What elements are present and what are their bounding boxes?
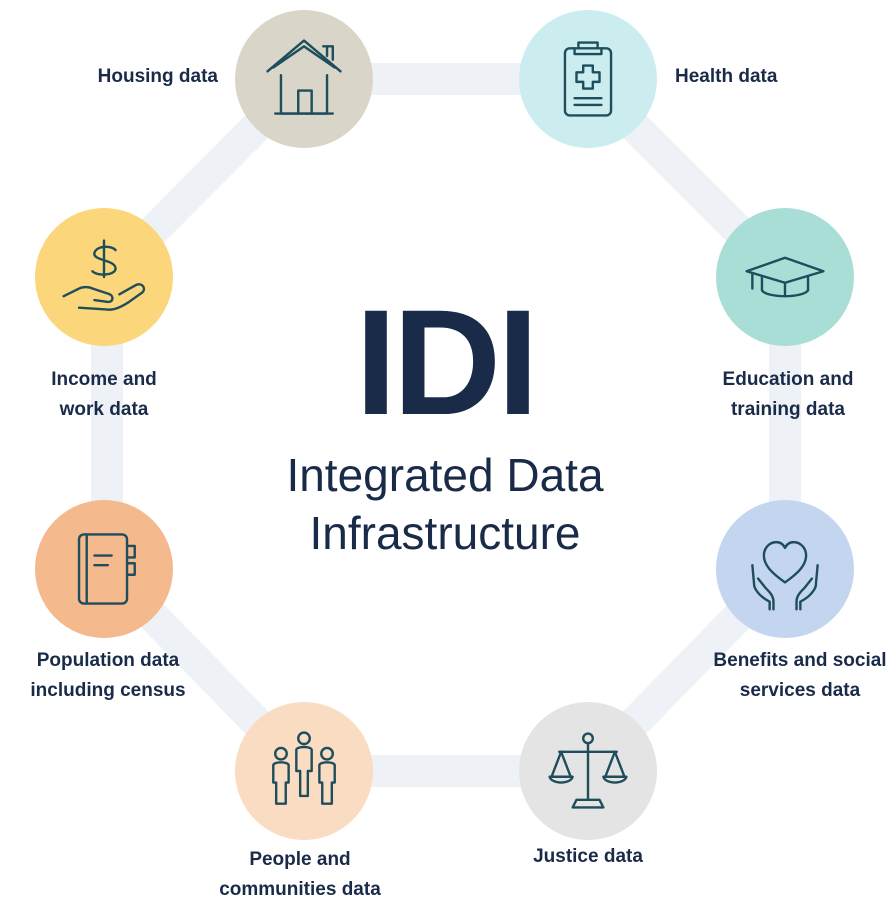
- node-health: [519, 10, 657, 148]
- graduation-cap-icon: [745, 256, 825, 298]
- node-housing: [235, 10, 373, 148]
- hands-heart-icon: [751, 540, 819, 611]
- people-group-icon: [272, 731, 336, 805]
- label-education: Education and training data: [722, 369, 854, 420]
- node-justice: [519, 702, 657, 840]
- notebook-icon: [77, 533, 136, 605]
- label-population: Population data including census: [30, 650, 186, 701]
- label-justice: Justice data: [533, 846, 643, 867]
- hand-dollar-icon: [62, 239, 146, 311]
- label-income: Income and work data: [51, 369, 157, 420]
- label-people: People and communities data: [219, 849, 381, 900]
- page-title: IDI: [355, 278, 539, 446]
- house-icon: [266, 39, 342, 115]
- node-population: [35, 500, 173, 638]
- scales-icon: [548, 732, 628, 809]
- label-housing: Housing data: [97, 66, 218, 87]
- clipboard-medical-icon: [563, 41, 613, 117]
- label-benefits: Benefits and social services data: [713, 650, 887, 701]
- page-subtitle: Integrated Data Infrastructure: [195, 446, 695, 562]
- subtitle-line-1: Integrated Data: [286, 449, 604, 501]
- label-health: Health data: [675, 66, 778, 87]
- subtitle-line-2: Infrastructure: [309, 507, 581, 559]
- node-people: [235, 702, 373, 840]
- node-education: [716, 208, 854, 346]
- node-benefits: [716, 500, 854, 638]
- node-income: [35, 208, 173, 346]
